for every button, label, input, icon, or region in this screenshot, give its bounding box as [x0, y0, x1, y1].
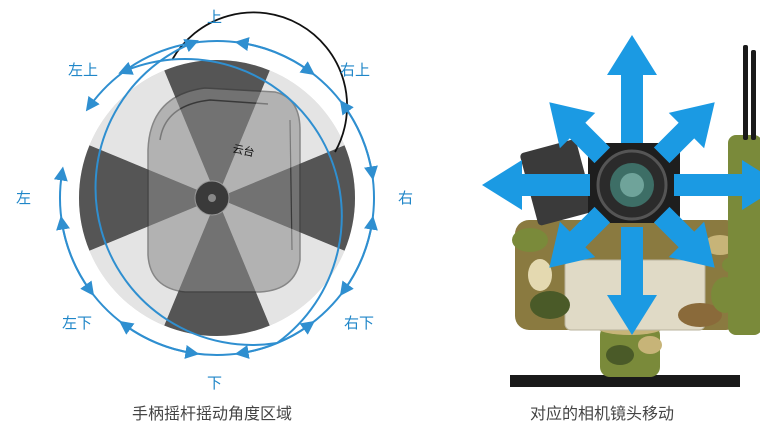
- label-down: 下: [207, 374, 223, 392]
- camo-blotch: [528, 259, 552, 291]
- right-caption: 对应的相机镜头移动: [530, 404, 675, 423]
- arrow-down-right: [653, 206, 715, 268]
- label-left: 左: [16, 189, 32, 207]
- label-right: 右: [398, 189, 414, 207]
- arrow-down-left: [549, 206, 611, 268]
- joystick-brand-label: 云台: [231, 141, 255, 159]
- arrow-left: [482, 160, 590, 210]
- ring-arrow-arc: [118, 58, 343, 344]
- label-down-left: 左下: [62, 314, 93, 332]
- camo-blotch: [530, 291, 570, 319]
- camo-blotch: [678, 303, 722, 327]
- arrow-right: [674, 160, 760, 210]
- direction-ring: [53, 37, 378, 359]
- ring-arrow-arc: [85, 40, 375, 259]
- label-up-right: 右上: [340, 61, 371, 79]
- camo-blotch: [512, 228, 548, 252]
- antenna-1: [743, 45, 748, 140]
- label-down-right: 右下: [344, 314, 375, 332]
- left-caption: 手柄摇杆摇动角度区域: [132, 404, 293, 423]
- arrow-down: [607, 227, 657, 335]
- joystick-angle-diagram: 云台: [53, 11, 378, 359]
- base-plate: [510, 375, 740, 387]
- ring-arrow-arc: [53, 166, 363, 356]
- label-up-left: 左上: [68, 61, 99, 79]
- movement-arrows: [482, 35, 760, 335]
- camera-movement-diagram: [482, 35, 760, 387]
- arrow-up: [607, 35, 657, 143]
- antenna-2: [751, 50, 756, 140]
- arrow-up-right: [653, 102, 715, 164]
- camo-blotch: [638, 336, 662, 354]
- label-up: 上: [207, 8, 223, 26]
- ring-arrow-arc: [94, 39, 278, 346]
- camo-blotch: [606, 345, 634, 365]
- arrow-up-left: [549, 102, 611, 164]
